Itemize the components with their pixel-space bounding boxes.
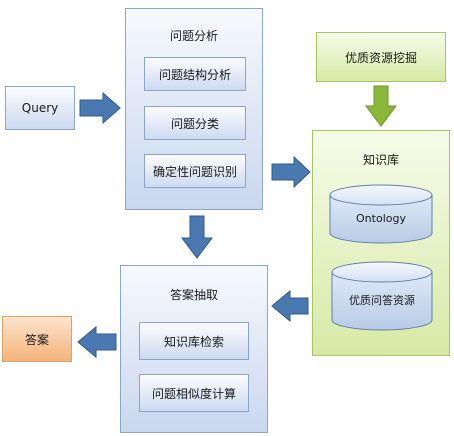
arrow-analysis-to-kb: [271, 155, 311, 189]
qa-resource-label: 优质问答资源: [349, 293, 415, 307]
kb-title: 知识库: [362, 153, 399, 167]
extraction-item: 知识库检索: [139, 322, 249, 360]
query-label: Query: [21, 101, 59, 115]
arrow-kb-to-extraction: [271, 289, 309, 323]
analysis-item: 问题结构分析: [144, 57, 246, 91]
mining-box: 优质资源挖掘: [316, 32, 446, 82]
mining-label: 优质资源挖掘: [344, 50, 417, 65]
ontology-cylinder: Ontology: [329, 184, 433, 244]
arrow-query-to-analysis: [79, 91, 121, 125]
extraction-item-label: 问题相似度计算: [151, 386, 236, 401]
query-box: Query: [5, 86, 75, 130]
analysis-item: 问题分类: [144, 106, 246, 140]
analysis-item-label: 确定性问题识别: [152, 164, 237, 179]
analysis-panel: 问题分析 问题结构分析 问题分类 确定性问题识别: [125, 8, 263, 210]
ontology-label: Ontology: [356, 212, 406, 225]
analysis-item-label: 问题结构分析: [158, 67, 231, 82]
arrow-analysis-to-extraction: [181, 215, 213, 259]
answer-label: 答案: [24, 332, 49, 347]
analysis-title: 问题分析: [169, 29, 218, 43]
extraction-item-label: 知识库检索: [163, 334, 224, 349]
answer-box: 答案: [2, 316, 72, 362]
extraction-item: 问题相似度计算: [139, 374, 249, 412]
qa-resource-cylinder: 优质问答资源: [331, 261, 433, 331]
analysis-item: 确定性问题识别: [144, 154, 246, 188]
extraction-panel: 答案抽取 知识库检索 问题相似度计算: [120, 265, 268, 433]
extraction-title: 答案抽取: [169, 288, 218, 302]
arrow-extraction-to-answer: [77, 325, 117, 359]
arrow-mining-to-kb: [365, 85, 397, 127]
analysis-item-label: 问题分类: [170, 116, 219, 131]
